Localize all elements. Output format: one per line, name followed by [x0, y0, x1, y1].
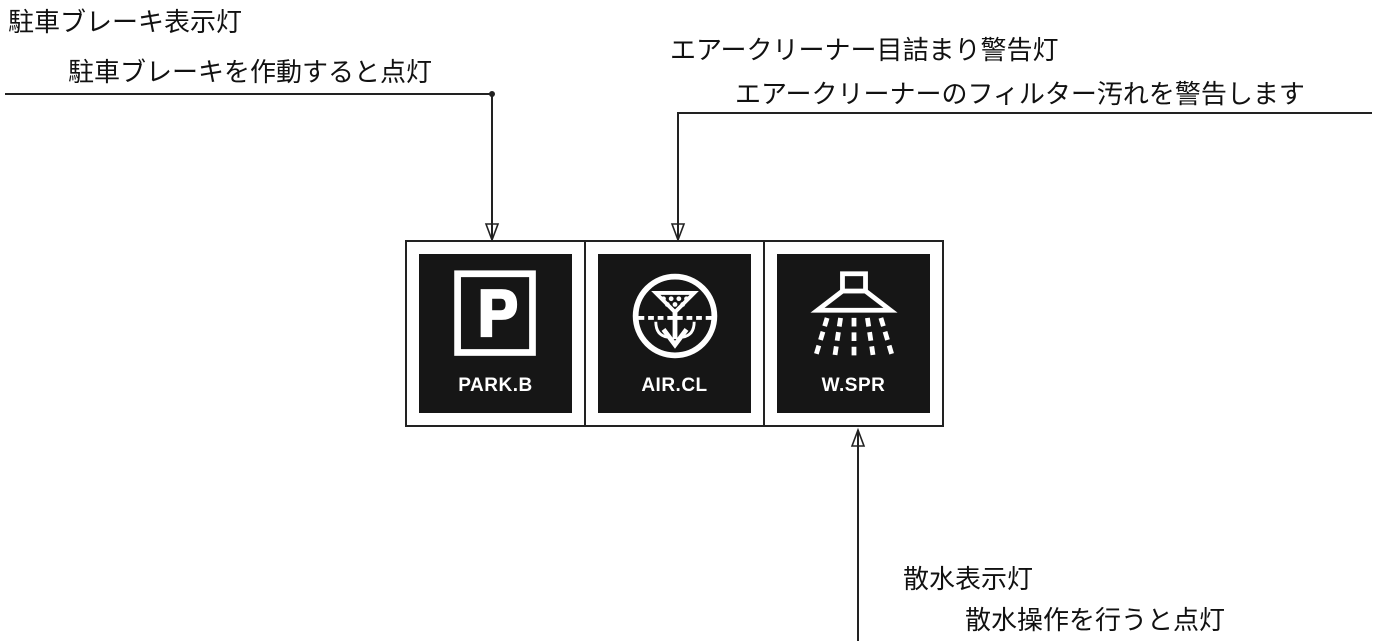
indicator-panel: PARK.B AIR.CL — [405, 240, 944, 427]
water-spray-description: 散水操作を行うと点灯 — [965, 606, 1226, 636]
parking-brake-leader-dot — [489, 91, 495, 97]
water-spray-icon — [809, 271, 898, 358]
air-cleaner-leader — [677, 112, 1372, 238]
parking-brake-description: 駐車ブレーキを作動すると点灯 — [68, 58, 433, 88]
air-cleaner-label: AIR.CL — [641, 375, 708, 396]
parking-brake-label: PARK.B — [458, 375, 533, 396]
air-filter-icon — [632, 273, 717, 359]
parking-brake-title: 駐車ブレーキ表示灯 — [8, 8, 243, 38]
water-spray-arrowhead — [850, 427, 866, 447]
indicator-cell-air-cleaner: AIR.CL — [586, 242, 765, 425]
parking-p-icon — [453, 270, 536, 356]
indicator-cell-parking-brake: PARK.B — [407, 242, 586, 425]
air-cleaner-arrowhead — [670, 223, 686, 243]
air-cleaner-title: エアークリーナー目詰まり警告灯 — [670, 36, 1059, 66]
air-cleaner-description: エアークリーナーのフィルター汚れを警告します — [735, 80, 1305, 110]
water-spray-title: 散水表示灯 — [903, 565, 1034, 595]
parking-brake-leader — [5, 93, 493, 238]
air-cleaner-lamp: AIR.CL — [598, 254, 751, 413]
parking-brake-arrowhead — [484, 223, 500, 243]
water-spray-lamp: W.SPR — [777, 254, 930, 413]
parking-brake-lamp: PARK.B — [419, 254, 572, 413]
water-spray-label: W.SPR — [821, 375, 886, 396]
indicator-cell-water-spray: W.SPR — [765, 242, 942, 425]
